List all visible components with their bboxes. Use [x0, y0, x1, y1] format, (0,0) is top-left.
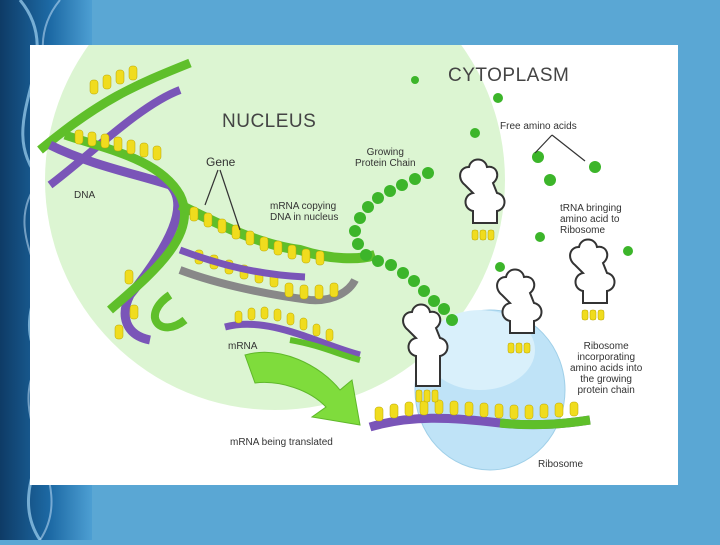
protein-synthesis-diagram [37, 0, 633, 471]
free-amino-acids [411, 76, 633, 272]
cytoplasm-label: CYTOPLASM [448, 65, 570, 86]
protein-chain [349, 167, 458, 326]
mrna-being-translated-label: mRNA being translated [230, 437, 333, 448]
mrna-copy-strand [178, 246, 306, 281]
mrna-copying-label: mRNA copying DNA in nucleus [270, 201, 339, 223]
ribosome-highlight [425, 310, 535, 390]
trna-label: tRNA bringing amino acid to Ribosome [560, 203, 622, 236]
nucleus-label: NUCLEUS [222, 111, 317, 132]
dna-label: DNA [74, 190, 96, 201]
ribosome-incorporating-label: Ribosome incorporating amino acids into … [570, 341, 643, 396]
trna-cloverleaf-icon [402, 158, 616, 387]
growing-protein-chain-label: Growing Protein Chain [355, 147, 416, 169]
pointer-lines [204, 134, 586, 231]
ribosome-label: Ribosome [538, 459, 584, 470]
translation-arrow-icon [244, 351, 361, 426]
free-amino-acids-label: Free amino acids [500, 121, 577, 132]
mrna-label: mRNA [228, 341, 258, 352]
mrna-strand [224, 320, 361, 359]
gene-label: Gene [206, 155, 236, 169]
diagram-panel: CYTOPLASM NUCLEUS Free amino acids Growi… [30, 0, 678, 485]
